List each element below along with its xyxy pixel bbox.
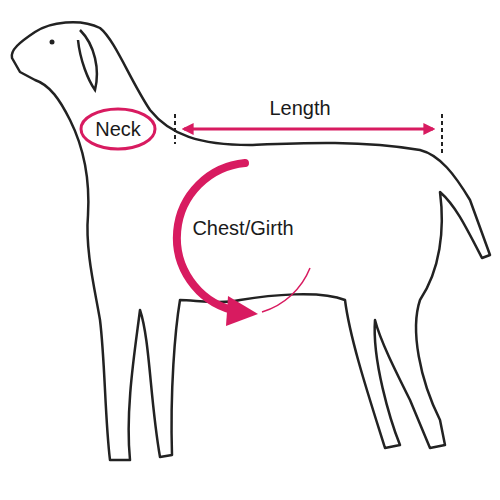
- part-label: Neck: [95, 118, 141, 140]
- measure-label: Chest/Girth: [192, 217, 293, 239]
- length-arrow: [184, 128, 433, 131]
- girth-arrowhead: [226, 296, 258, 326]
- dimension-tick: [441, 114, 443, 156]
- dog-ear: [78, 30, 97, 90]
- neck-ring: Neck: [79, 107, 157, 151]
- dog-outline: [12, 22, 490, 460]
- measure-label: Length: [269, 97, 330, 119]
- dimension-tick: [174, 114, 176, 144]
- dog-eye: [50, 40, 55, 45]
- girth-arc-thin: [262, 268, 310, 312]
